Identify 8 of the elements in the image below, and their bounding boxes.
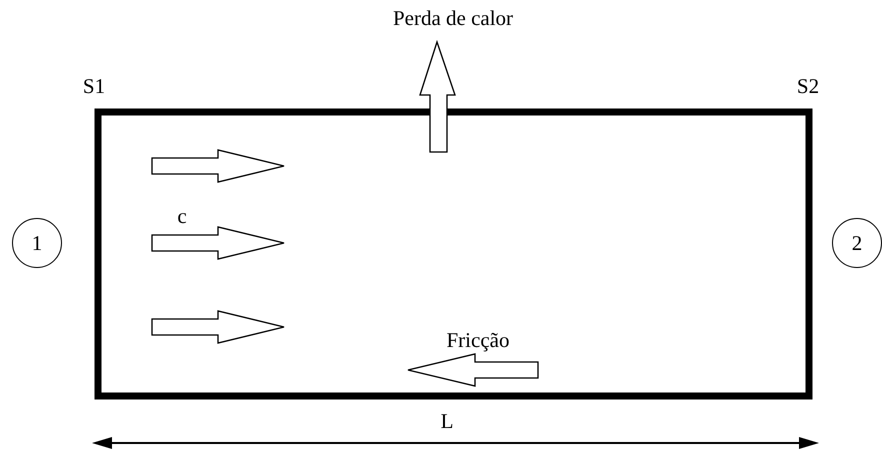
label: Fricção bbox=[446, 330, 510, 351]
section-circle: 1 bbox=[12, 218, 62, 268]
label: S2 bbox=[796, 76, 820, 97]
label: c bbox=[177, 206, 187, 227]
label: S1 bbox=[82, 76, 106, 97]
section-circle: 2 bbox=[832, 218, 882, 268]
label: Perda de calor bbox=[392, 8, 514, 29]
dimension-label: L bbox=[440, 411, 454, 432]
